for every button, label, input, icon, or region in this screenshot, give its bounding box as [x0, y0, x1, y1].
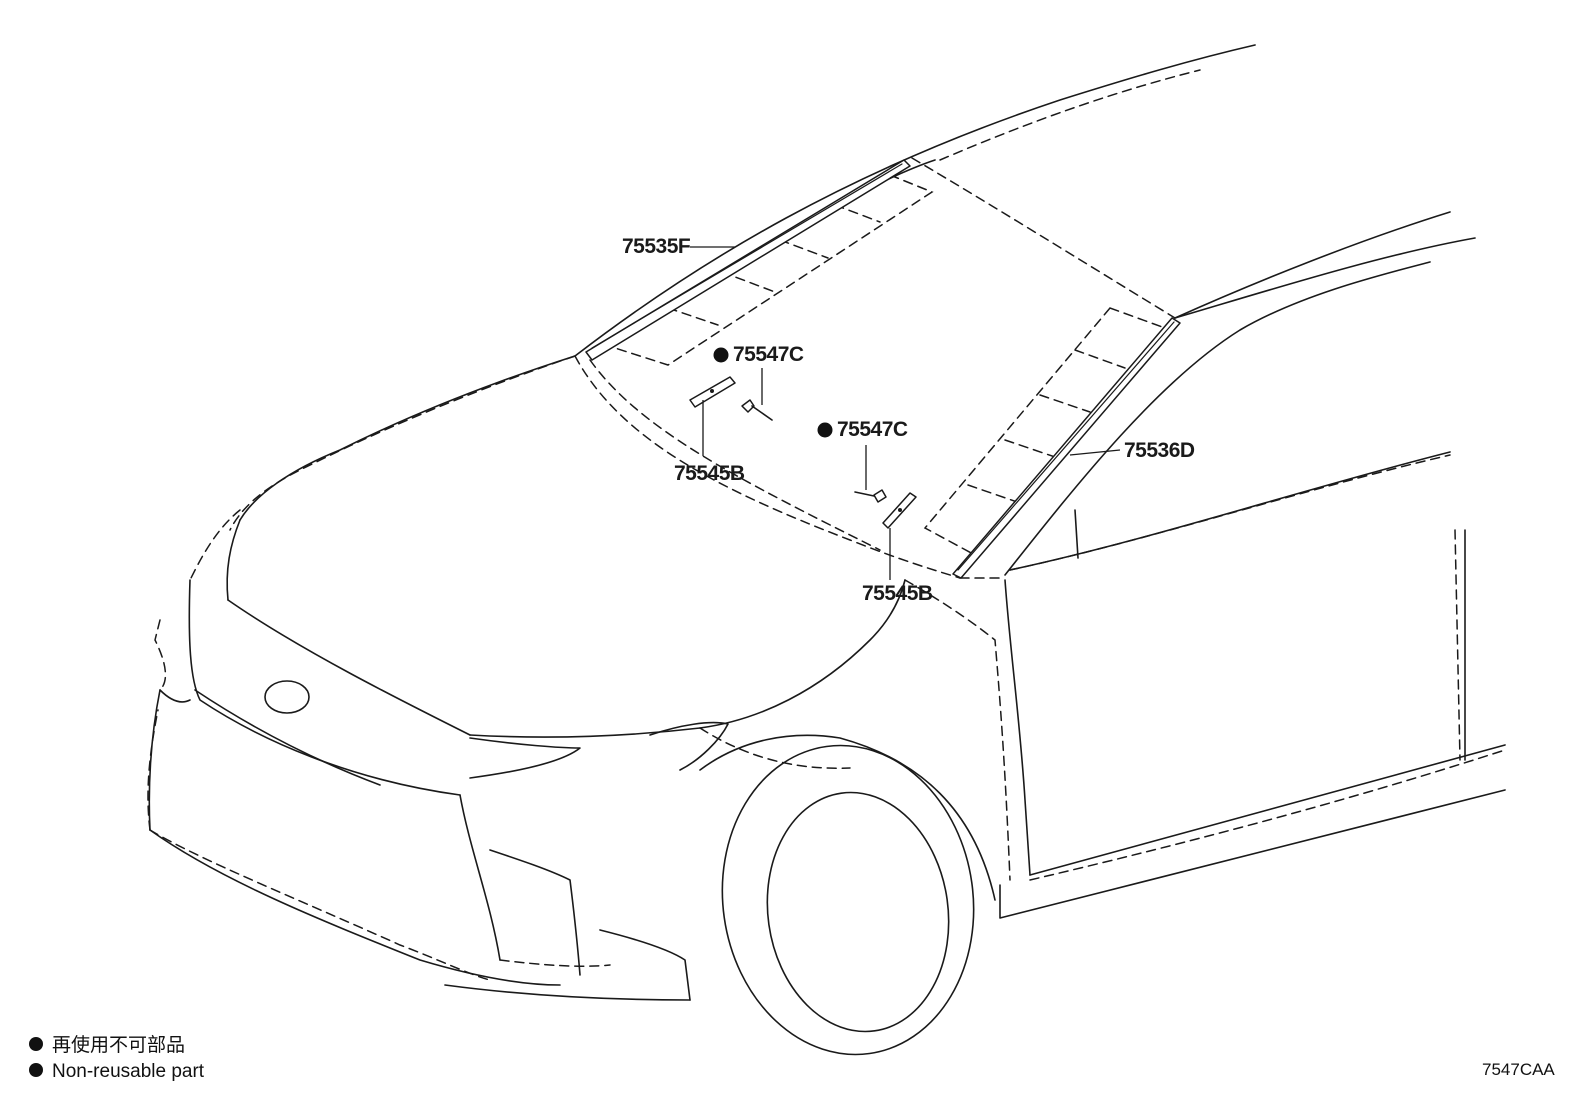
label-75545b-left: 75545B [674, 462, 745, 485]
molding-75536d [952, 317, 1181, 579]
legend-bullet-en [29, 1063, 43, 1077]
label-75547c-left: 75547C [733, 343, 804, 366]
non-reusable-marker-left [713, 347, 729, 363]
non-reusable-marker-right [817, 422, 833, 438]
label-75545b-right: 75545B [862, 582, 933, 605]
label-75535f: 75535F [622, 235, 691, 258]
retainer-right-75545b [882, 492, 917, 529]
label-75547c-right: 75547C [837, 418, 908, 441]
leader-lines [690, 246, 1121, 580]
legend-bullet-jp [29, 1037, 43, 1051]
legend: 再使用不可部品 Non-reusable part [29, 1034, 205, 1082]
molding-75535f [585, 159, 911, 361]
label-75536d: 75536D [1124, 439, 1195, 462]
diagram-code: 7547CAA [1482, 1060, 1555, 1079]
legend-japanese: 再使用不可部品 [52, 1034, 185, 1056]
car-body-outline [148, 44, 1506, 1056]
legend-english: Non-reusable part [52, 1061, 205, 1082]
clip-right-75547c [854, 489, 887, 503]
retainer-left-75545b [689, 376, 736, 408]
clip-left-75547c [741, 399, 773, 421]
part-labels: 75535F 75547C 75547C 75545B 75545B 75536… [622, 235, 1195, 605]
